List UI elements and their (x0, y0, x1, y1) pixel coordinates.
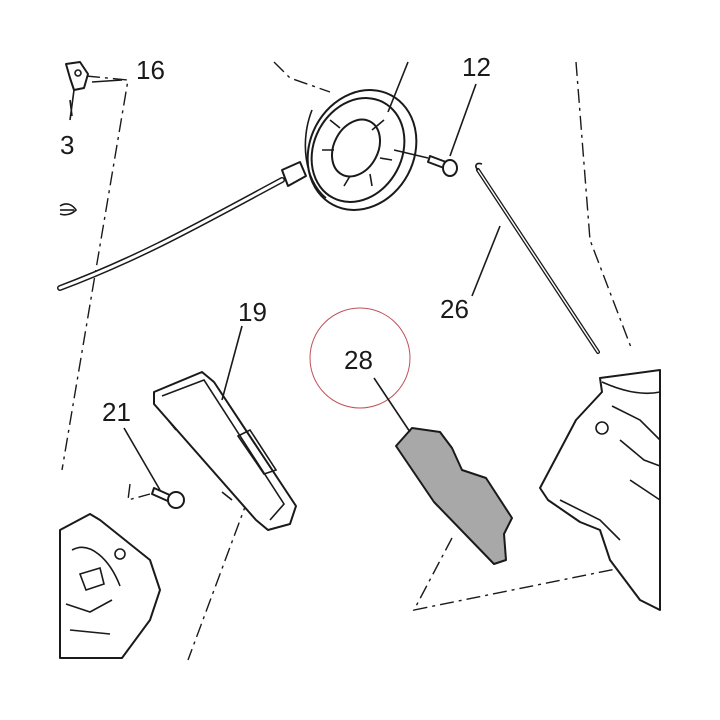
callout-21: 21 (102, 397, 131, 427)
part-28-highlighted (395, 427, 513, 565)
callout-28-highlight-circle (309, 307, 411, 409)
part-26-rod (475, 162, 600, 354)
part-16-clip (65, 61, 89, 121)
callout-3: 3 (60, 130, 74, 160)
cable (57, 161, 307, 291)
part-12-screw (393, 149, 458, 177)
callout-12: 12 (462, 52, 491, 82)
part-21-screw (151, 487, 185, 509)
callout-19: 19 (238, 297, 267, 327)
leader-lines (69, 79, 501, 491)
housing-bottom-left (59, 513, 161, 659)
dial-leader (387, 61, 409, 113)
housing-right-bracket (539, 369, 661, 611)
part-3-fragment (59, 203, 78, 216)
callout-16: 16 (136, 55, 165, 85)
callout-28: 28 (344, 345, 373, 375)
part-19-pad (153, 371, 297, 531)
dial-ring-part (304, 89, 418, 211)
callout-26: 26 (440, 294, 469, 324)
